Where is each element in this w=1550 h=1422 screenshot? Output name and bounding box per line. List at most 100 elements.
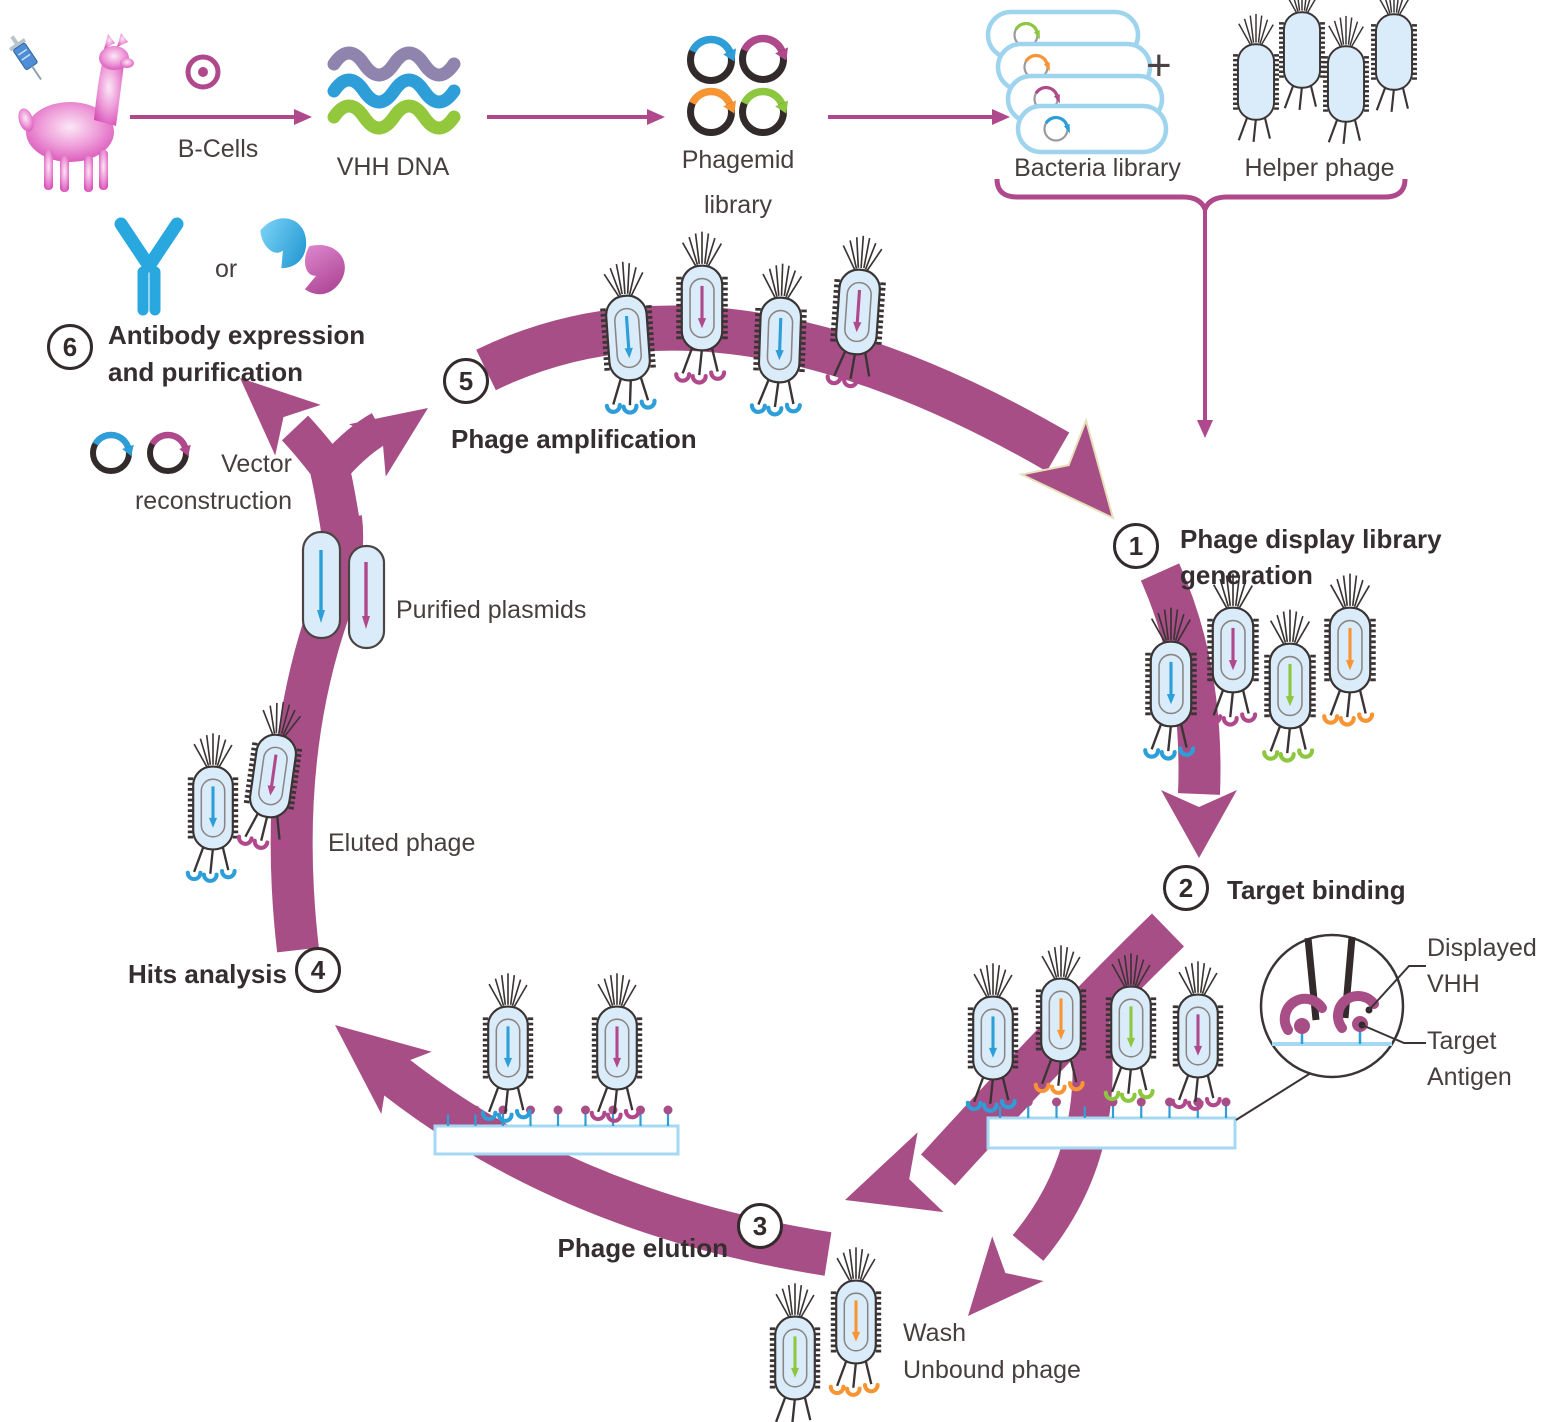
- phage-icon: [600, 261, 657, 415]
- phage-icon: [1205, 573, 1259, 727]
- step-6-circle: 6: [47, 324, 93, 370]
- step-3-circle: 3: [737, 1203, 783, 1249]
- displayed-vhh-icon: [1279, 993, 1327, 1035]
- callout-line: [1361, 1024, 1426, 1044]
- purified-plasmids-label: Purified plasmids: [396, 596, 587, 624]
- plasmid-icon: [739, 87, 789, 136]
- cycle-arrow-band: [270, 515, 364, 953]
- cycle-arrow-head: [335, 1025, 432, 1114]
- step-1-circle: 1: [1113, 523, 1159, 569]
- inset-magnifier: [1235, 933, 1426, 1121]
- antigen-icon: [1080, 1097, 1090, 1107]
- eluted-phage-label: Eluted phage: [328, 829, 476, 857]
- vector-reconstruction-icon: [90, 431, 191, 474]
- plasmid-icon: [147, 431, 191, 474]
- antigen-icon: [581, 1105, 590, 1115]
- flow-arrow-head: [992, 109, 1010, 125]
- target-antigen-label-line2: Antigen: [1427, 1063, 1512, 1091]
- wash-label-line2: Unbound phage: [903, 1356, 1081, 1384]
- phage-icon: [749, 263, 807, 417]
- plasmid-icon: [1043, 115, 1070, 142]
- phage-icon: [1279, 0, 1325, 110]
- phagemid-library-label-line2: library: [703, 191, 773, 219]
- phage-icon: [828, 1247, 882, 1397]
- antigen-icon: [1221, 1097, 1231, 1107]
- phage-icon: [1322, 573, 1376, 727]
- step-4-circle: 4: [295, 947, 341, 993]
- antigen-icon: [663, 1105, 673, 1115]
- vhh-dna-label: VHH DNA: [336, 153, 450, 181]
- vhh-fragment-icon: [260, 218, 307, 269]
- step-2-label: Target binding: [1227, 875, 1406, 905]
- vhh-fragment-icon: [304, 244, 345, 295]
- cycle-arrow-head: [1161, 790, 1237, 858]
- plasmid-icon: [687, 87, 737, 136]
- phagemid-library-label-line1: Phagemid: [681, 146, 795, 174]
- purified-plasmids-icon: [301, 530, 386, 650]
- displayed-vhh-label-line2: VHH: [1427, 970, 1480, 998]
- antigen-icon: [1052, 1097, 1061, 1107]
- cycle-arrows: [240, 305, 1237, 1316]
- phage-icon: [769, 1283, 821, 1422]
- step-6-label-line2: and purification: [108, 357, 303, 387]
- phage-icon: [1371, 0, 1417, 112]
- bacteria-capsule-icon: [1015, 103, 1169, 155]
- antibody-icon: [114, 217, 184, 316]
- flow-arrow-head: [647, 109, 665, 125]
- step-5-label: Phage amplification: [451, 424, 697, 454]
- phage-icon: [1323, 15, 1369, 144]
- thin-arrows: [130, 109, 1408, 438]
- step-1-label-line2: generation: [1180, 560, 1313, 590]
- b-cells-label: B-Cells: [177, 135, 259, 163]
- assay-plate: [433, 1124, 680, 1156]
- phage-icon: [825, 235, 886, 389]
- cycle-arrow-head: [845, 1132, 944, 1213]
- alpaca-icon: [8, 33, 134, 192]
- cycle-arrow-band: [310, 465, 361, 534]
- step-5-circle: 5: [443, 358, 489, 404]
- displayed-vhh-icon: [1333, 991, 1379, 1033]
- vhh-dna-icon: [327, 46, 461, 135]
- phage-icon: [674, 231, 728, 385]
- syringe-icon: [8, 35, 42, 81]
- vector-reconstruction-label-line1: Vector: [221, 450, 292, 478]
- phage-icon: [480, 973, 534, 1123]
- cycle-arrow-head: [1018, 417, 1115, 520]
- cycle-arrow-band: [476, 305, 1070, 472]
- b-cell-icon: [185, 54, 221, 90]
- phage-icon: [965, 963, 1019, 1113]
- phage-icon: [589, 973, 643, 1123]
- plasmid-icon: [687, 35, 737, 84]
- phage-icon: [1143, 607, 1197, 761]
- bacteria-library-icon: [985, 9, 1169, 155]
- cycle-arrow-head: [240, 378, 321, 456]
- cycle-arrow-band: [281, 415, 348, 485]
- callout-line: [1368, 965, 1426, 1011]
- step-1-label-line1: Phage display library: [1180, 524, 1442, 554]
- antigen-icon: [553, 1105, 563, 1115]
- helper-phage-label: Helper phage: [1244, 154, 1395, 182]
- target-antigen-label-line1: Target: [1427, 1027, 1497, 1055]
- antigen-icon: [471, 1105, 480, 1115]
- wash-label-line1: Wash: [903, 1319, 966, 1347]
- bacteria-library-label: Bacteria library: [1014, 154, 1181, 182]
- phage-icon: [1103, 953, 1157, 1103]
- cycle-arrow-head: [349, 408, 428, 477]
- step-2-circle: 2: [1163, 865, 1209, 911]
- phage-icon: [1233, 13, 1279, 142]
- plus-sign: +: [1146, 41, 1172, 90]
- target-antigen-icon: [1294, 1018, 1310, 1034]
- antigen-icon: [443, 1105, 453, 1115]
- step-6-label-line1: Antibody expression: [108, 320, 366, 350]
- flow-arrow-head: [1197, 420, 1213, 438]
- antigen-icon: [1136, 1097, 1146, 1107]
- phage-icon: [185, 733, 239, 883]
- displayed-vhh-label-line1: Displayed: [1427, 934, 1537, 962]
- step-3-label: Phage elution: [557, 1233, 728, 1263]
- cycle-arrow-head: [968, 1236, 1044, 1316]
- phage-icon: [1262, 609, 1316, 763]
- flow-arrow-head: [294, 109, 312, 125]
- step-4-label: Hits analysis: [128, 959, 287, 989]
